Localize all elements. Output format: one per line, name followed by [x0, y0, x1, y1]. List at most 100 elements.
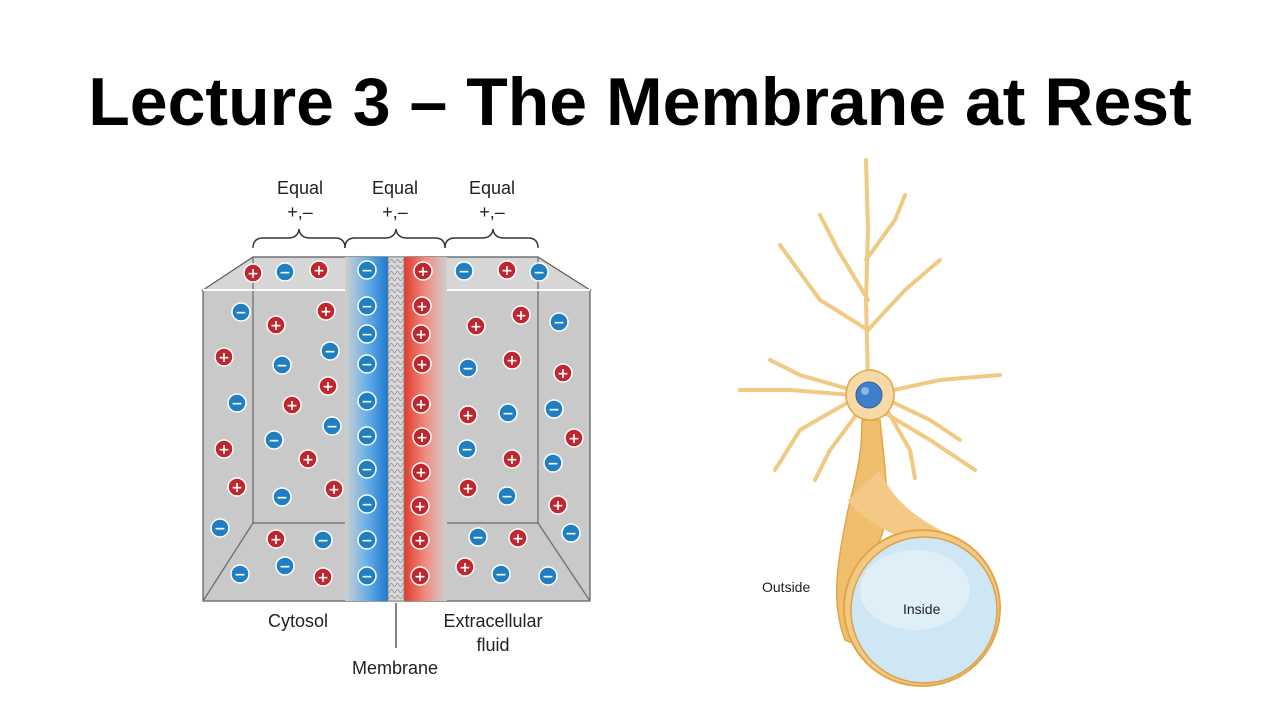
svg-text:−: −	[279, 265, 291, 281]
positive-ion-icon: +	[503, 450, 521, 468]
neuron-drawing	[740, 160, 1000, 686]
positive-ion-icon: +	[412, 395, 430, 413]
positive-ion-icon: +	[509, 529, 527, 547]
negative-ion-icon: −	[232, 303, 250, 321]
negative-ion-icon: −	[458, 440, 476, 458]
brace-label-left-line2: +,–	[260, 200, 340, 224]
positive-ion-icon: +	[267, 530, 285, 548]
svg-text:+: +	[415, 465, 427, 481]
positive-ion-icon: +	[314, 568, 332, 586]
svg-text:+: +	[512, 531, 524, 547]
svg-text:+: +	[568, 431, 580, 447]
svg-text:+: +	[286, 398, 298, 414]
positive-ion-icon: +	[413, 428, 431, 446]
negative-ion-icon: −	[358, 567, 376, 585]
svg-text:−: −	[458, 264, 470, 280]
brace-label-middle-line1: Equal	[355, 176, 435, 200]
positive-ion-icon: +	[565, 429, 583, 447]
svg-text:−: −	[548, 402, 560, 418]
negative-ion-icon: −	[358, 531, 376, 549]
negative-ion-icon: −	[550, 313, 568, 331]
positive-ion-icon: +	[267, 316, 285, 334]
positive-ion-icon: +	[325, 480, 343, 498]
svg-text:−: −	[361, 357, 373, 373]
svg-text:−: −	[542, 569, 554, 585]
svg-text:−: −	[361, 462, 373, 478]
brace-label-left-line1: Equal	[260, 176, 340, 200]
svg-text:+: +	[416, 357, 428, 373]
negative-ion-icon: −	[358, 325, 376, 343]
svg-text:+: +	[328, 482, 340, 498]
positive-ion-icon: +	[317, 302, 335, 320]
positive-ion-icon: +	[228, 478, 246, 496]
positive-ion-icon: +	[503, 351, 521, 369]
brace-middle	[345, 229, 445, 248]
label-extracellular-line2: fluid	[418, 633, 568, 657]
positive-ion-icon: +	[299, 450, 317, 468]
svg-text:−: −	[361, 327, 373, 343]
label-membrane: Membrane	[330, 656, 460, 680]
negative-ion-icon: −	[455, 262, 473, 280]
svg-text:+: +	[506, 452, 518, 468]
svg-text:+: +	[557, 366, 569, 382]
svg-text:+: +	[414, 533, 426, 549]
svg-text:+: +	[415, 327, 427, 343]
negative-ion-icon: −	[539, 567, 557, 585]
svg-text:−: −	[326, 419, 338, 435]
svg-text:−: −	[279, 559, 291, 575]
svg-text:−: −	[214, 521, 226, 537]
svg-text:−: −	[547, 456, 559, 472]
positive-ion-icon: +	[412, 463, 430, 481]
svg-text:+: +	[313, 263, 325, 279]
negative-ion-icon: −	[492, 565, 510, 583]
positive-ion-icon: +	[459, 479, 477, 497]
svg-text:−: −	[276, 490, 288, 506]
positive-ion-icon: +	[411, 531, 429, 549]
positive-ion-icon: +	[310, 261, 328, 279]
positive-ion-icon: +	[549, 496, 567, 514]
svg-text:−: −	[234, 567, 246, 583]
svg-text:+: +	[322, 379, 334, 395]
svg-text:+: +	[462, 481, 474, 497]
svg-text:−: −	[268, 433, 280, 449]
negative-ion-icon: −	[459, 359, 477, 377]
negative-ion-icon: −	[358, 495, 376, 513]
svg-text:−: −	[461, 442, 473, 458]
negative-ion-icon: −	[530, 263, 548, 281]
label-extracellular-line1: Extracellular	[418, 609, 568, 633]
brace-label-right-line1: Equal	[452, 176, 532, 200]
brace-label-middle-line2: +,–	[355, 200, 435, 224]
svg-text:+: +	[416, 299, 428, 315]
brace-label-middle: Equal +,–	[355, 176, 435, 224]
negative-ion-icon: −	[358, 460, 376, 478]
svg-text:+: +	[470, 319, 482, 335]
positive-ion-icon: +	[459, 406, 477, 424]
negative-ion-icon: −	[231, 565, 249, 583]
svg-text:−: −	[235, 305, 247, 321]
svg-text:+: +	[414, 569, 426, 585]
svg-text:−: −	[533, 265, 545, 281]
positive-ion-icon: +	[498, 261, 516, 279]
negative-ion-icon: −	[545, 400, 563, 418]
svg-text:−: −	[565, 526, 577, 542]
svg-text:−: −	[361, 533, 373, 549]
positive-ion-icon: +	[456, 558, 474, 576]
negative-ion-icon: −	[544, 454, 562, 472]
negative-ion-icon: −	[265, 431, 283, 449]
svg-text:+: +	[270, 532, 282, 548]
svg-text:+: +	[218, 350, 230, 366]
svg-text:+: +	[302, 452, 314, 468]
svg-text:+: +	[320, 304, 332, 320]
negative-ion-icon: −	[228, 394, 246, 412]
svg-text:−: −	[361, 299, 373, 315]
svg-text:−: −	[231, 396, 243, 412]
svg-text:+: +	[414, 499, 426, 515]
positive-ion-icon: +	[512, 306, 530, 324]
label-outside: Outside	[762, 579, 810, 595]
positive-ion-icon: +	[411, 497, 429, 515]
negative-ion-icon: −	[499, 404, 517, 422]
positive-ion-icon: +	[554, 364, 572, 382]
svg-text:−: −	[361, 394, 373, 410]
svg-text:−: −	[324, 344, 336, 360]
negative-ion-icon: −	[469, 528, 487, 546]
